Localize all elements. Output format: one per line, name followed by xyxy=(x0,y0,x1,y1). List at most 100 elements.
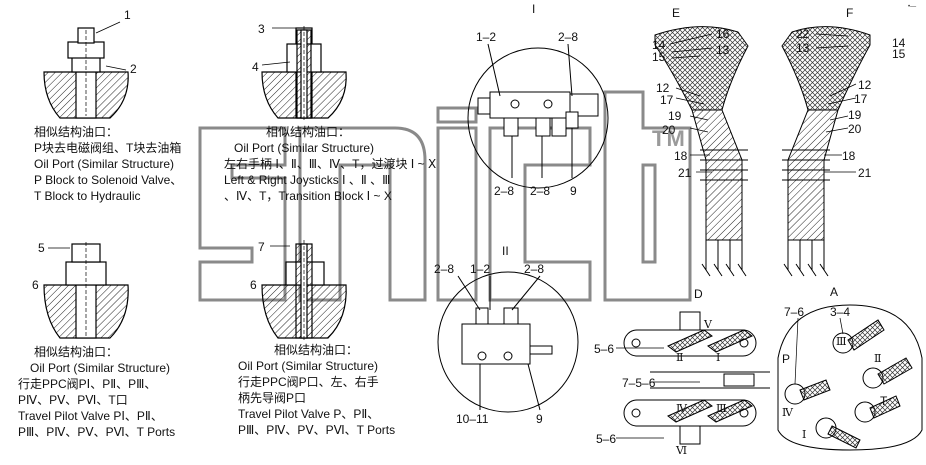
callout-F-22: 22 xyxy=(796,27,810,41)
callout-II-2-8: 2–8 xyxy=(434,262,455,276)
note-line: 相似结构油口： xyxy=(34,345,119,359)
callout-E-13: 13 xyxy=(716,43,730,57)
callout-6-left: 6 xyxy=(32,278,39,292)
callout-I-2-8: 2–8 xyxy=(558,30,579,44)
callout-II-2-8-b: 2–8 xyxy=(524,262,545,276)
view-title-E: E xyxy=(672,6,681,20)
view-E-joystick-section xyxy=(654,26,749,277)
fitting-7-6-section xyxy=(261,240,347,340)
callout-E-14: 14 xyxy=(652,38,666,52)
callout-A-P: P xyxy=(782,352,791,366)
callout-E-17: 17 xyxy=(660,93,674,107)
note-line: 相似结构油口： xyxy=(274,343,359,357)
note-line: Oil Port (Similar Structure) xyxy=(238,359,379,373)
roman-A-III: Ⅲ xyxy=(836,335,847,348)
roman-D-I: I xyxy=(716,351,721,364)
roman-D-VI: Ⅵ xyxy=(676,444,688,457)
fitting-1-2-section xyxy=(43,27,129,119)
note-line: 左右手柄 Ⅰ、Ⅱ、Ⅲ、Ⅳ、T，过渡块 Ⅰ ~ Ⅹ xyxy=(224,157,437,171)
callout-F-14: 14 xyxy=(892,36,906,50)
callout-2: 2 xyxy=(130,62,137,76)
roman-D-V: V xyxy=(704,318,712,331)
note-block-3: 相似结构油口： Oil Port (Similar Structure) 行走P… xyxy=(18,344,175,440)
callout-F-21: 21 xyxy=(858,166,872,180)
view-title-D: D xyxy=(694,287,703,301)
note-line: Oil Port (Similar Structure) xyxy=(34,157,175,171)
note-line: Oil Port (Similar Structure) xyxy=(30,361,171,375)
view-title-F: F xyxy=(846,6,854,20)
leader-lines-right xyxy=(616,33,857,439)
callout-E-12: 12 xyxy=(656,81,670,95)
note-line: Oil Port (Similar Structure) xyxy=(234,141,375,155)
view-F-joystick-section xyxy=(781,26,871,277)
view-D-pilot-valve xyxy=(623,311,770,445)
roman-D-III: Ⅲ xyxy=(716,402,727,415)
callout-E-19: 19 xyxy=(668,109,682,123)
callout-F-19: 19 xyxy=(848,108,862,122)
note-block-1: 相似结构油口： P块去电磁阀组、T块去油箱 Oil Port (Similar … xyxy=(34,124,182,204)
note-line: 、Ⅳ、T，Transition Block Ⅰ ~ X xyxy=(224,189,392,203)
callout-A-T: T xyxy=(880,394,888,408)
fitting-5-6-section xyxy=(43,242,129,339)
fitting-3-4-section xyxy=(261,26,347,120)
callout-F-13: 13 xyxy=(796,41,810,55)
callout-E-16: 16 xyxy=(716,27,730,41)
callout-1: 1 xyxy=(124,8,131,22)
note-line: Travel Pilot Valve P、PⅡ、 xyxy=(238,407,380,421)
trademark-mark: TM xyxy=(652,126,686,151)
callout-II-1-2: 1–2 xyxy=(470,262,491,276)
callout-A-3-4: 3–4 xyxy=(830,305,851,319)
callout-F-12: 12 xyxy=(858,78,872,92)
callout-F-18: 18 xyxy=(842,149,856,163)
note-line: 行走PPC阀P口、左、右手 xyxy=(238,375,379,389)
view-A-joystick-base xyxy=(777,304,923,451)
note-line: P Block to Solenoid Valve、 xyxy=(34,173,183,187)
callout-II-9: 9 xyxy=(536,412,543,426)
callout-I-2-8-c: 2–8 xyxy=(530,184,551,198)
roman-A-I: I xyxy=(802,428,807,441)
callout-E-21: 21 xyxy=(678,166,692,180)
callout-A-7-6: 7–6 xyxy=(784,305,805,319)
callout-F-20: 20 xyxy=(848,122,862,136)
note-line: 行走PPC阀PⅠ、PⅡ、PⅢ、 xyxy=(18,377,157,391)
callout-E-20: 20 xyxy=(662,123,676,137)
callout-D-5-6-b: 5–6 xyxy=(596,432,617,446)
callout-F-17: 17 xyxy=(854,92,868,106)
roman-D-II: Ⅱ xyxy=(676,351,684,364)
note-line: 柄先导阀P口 xyxy=(238,391,307,405)
view-I-transition-block xyxy=(467,43,609,189)
note-line: 相似结构油口： xyxy=(34,125,119,139)
note-line: P块去电磁阀组、T块去油箱 xyxy=(34,141,182,155)
callout-4: 4 xyxy=(252,60,259,74)
callout-E-18: 18 xyxy=(674,149,688,163)
note-line: Travel Pilot Valve PⅠ、PⅡ、 xyxy=(18,409,163,423)
leader-lines-left xyxy=(44,21,296,286)
callout-3: 3 xyxy=(258,22,265,36)
corner-mark: •— xyxy=(908,4,917,10)
roman-A-II: Ⅱ xyxy=(874,352,882,365)
callout-E-15: 15 xyxy=(652,50,666,64)
callout-D-7-5-6: 7–5–6 xyxy=(622,376,656,390)
callout-F-15: 15 xyxy=(892,47,906,61)
callout-I-1-2: 1–2 xyxy=(476,30,497,44)
view-II-transition-block xyxy=(437,271,579,413)
note-line: PⅣ、PⅤ、PⅥ、T口 xyxy=(18,393,128,407)
callout-I-2-8-b: 2–8 xyxy=(494,184,515,198)
view-title-A: A xyxy=(830,285,839,299)
note-block-4: 相似结构油口： Oil Port (Similar Structure) 行走P… xyxy=(238,342,395,438)
view-title-I: I xyxy=(532,2,536,16)
note-block-2: 相似结构油口： Oil Port (Similar Structure) 左右手… xyxy=(224,124,436,204)
callout-D-5-6: 5–6 xyxy=(594,342,615,356)
callout-6-right: 6 xyxy=(250,278,257,292)
roman-A-IV: Ⅳ xyxy=(782,406,793,419)
view-title-II: II xyxy=(502,244,509,258)
callout-II-10-11: 10–11 xyxy=(456,412,489,426)
note-line: Left & Right Joysticks Ⅰ 、Ⅱ 、Ⅲ xyxy=(224,173,391,187)
callout-7: 7 xyxy=(258,240,265,254)
roman-D-IV: Ⅳ xyxy=(676,402,687,415)
note-line: PⅢ、PⅣ、PⅤ、PⅥ、T Ports xyxy=(238,423,396,437)
callout-5: 5 xyxy=(38,241,45,255)
note-line: T Block to Hydraulic xyxy=(34,189,141,203)
